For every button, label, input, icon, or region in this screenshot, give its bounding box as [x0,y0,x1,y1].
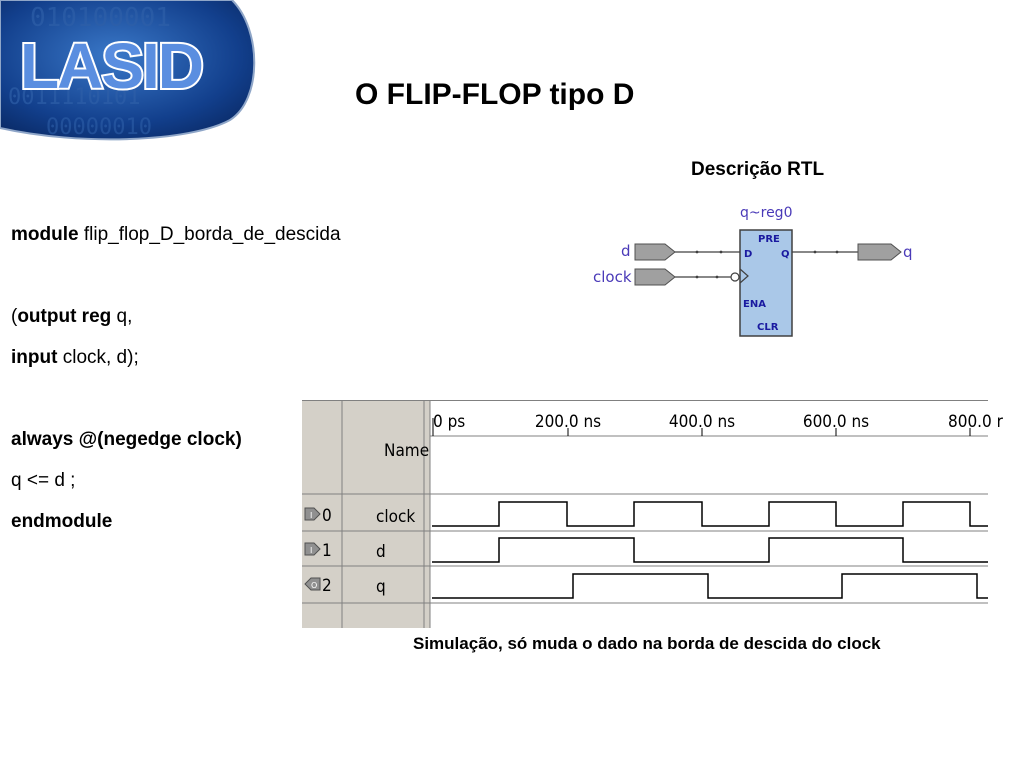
signal-name: d [376,542,386,562]
wire-dot [813,250,817,254]
input-pin-clock-icon [634,268,676,286]
code-text: flip_flop_D_borda_de_descida [78,224,341,245]
time-label: 200.0 ns [535,412,601,432]
simulation-waveform: 0 ps 200.0 ns 400.0 ns 600.0 ns 800.0 r … [302,400,1004,628]
code-line-output: (output reg q, [11,306,132,328]
code-line-always: always @(negedge clock) [11,429,242,451]
code-line-endmodule: endmodule [11,511,112,533]
code-keyword: always @(negedge clock) [11,429,242,450]
register-name-label: q~reg0 [740,205,792,221]
inversion-bubble-icon [730,272,740,282]
code-keyword: input [11,347,58,368]
waveform-d [432,537,988,563]
signal-row-d[interactable]: I 1 d [304,541,386,562]
logo-binary-bot: 00000010 [46,115,152,140]
rtl-caption: Descrição RTL [691,159,825,180]
code-line-input: input clock, d); [11,347,139,369]
clock-triangle-icon [739,268,749,284]
signal-row-q[interactable]: O 2 q [304,576,386,597]
signal-index: 2 [322,576,332,596]
pin-pre-label: PRE [758,234,780,245]
input-clock-label: clock [593,268,632,286]
code-line-assign: q <= d ; [11,470,75,492]
wire-dot [719,250,723,254]
waveform-clock [432,501,988,527]
pin-glyph: O [311,581,317,590]
code-text: clock, d); [57,347,139,368]
signal-row-clock[interactable]: I 0 clock [304,506,415,527]
time-ruler [430,400,988,436]
signal-index: 1 [322,541,332,561]
code-text: ( [11,306,18,327]
code-keyword: module [11,224,79,245]
wire-dot [715,275,719,279]
pin-clr-label: CLR [757,322,779,333]
pin-glyph: I [310,546,312,555]
simulation-caption: Simulação, só muda o dado na borda de de… [413,634,881,653]
pin-glyph: I [310,511,312,520]
pin-d-label: D [744,249,752,260]
wire-dot [835,250,839,254]
wire-dot [695,275,699,279]
page-title: O FLIP-FLOP tipo D [355,78,635,111]
time-label: 400.0 ns [669,412,735,432]
code-keyword: output reg [17,306,112,327]
wire-dot [695,250,699,254]
waveform-q [432,573,988,599]
output-q-label: q [903,243,913,261]
pin-ena-label: ENA [743,299,766,310]
register-block [739,229,793,337]
signal-name: clock [376,507,415,527]
lasid-logo: 010100001 0011110101 00000010 LASID [0,0,256,141]
time-label: 600.0 ns [803,412,869,432]
signal-name: q [376,577,386,597]
input-pin-icon [304,542,321,556]
signal-index: 0 [322,506,332,526]
signal-panel [302,400,430,628]
time-label: 0 ps [433,412,465,432]
input-pin-d-icon [634,243,676,261]
output-pin-icon [304,577,321,591]
logo-binary-top: 010100001 [30,3,171,33]
input-d-label: d [621,242,631,260]
code-line-module: module flip_flop_D_borda_de_descida [11,224,341,246]
pin-q-label: Q [781,249,790,260]
output-pin-q-icon [857,243,902,261]
rtl-schematic: q~reg0 PRE D Q ENA CLR d clock q [593,205,913,337]
logo-text: LASID [20,30,202,102]
code-text: q <= d ; [11,470,76,491]
code-keyword: endmodule [11,511,113,532]
name-column-header: Name [384,441,429,461]
input-pin-icon [304,507,321,521]
time-label: 800.0 r [948,412,1004,432]
code-text: q, [111,306,133,327]
logo-binary-mid: 0011110101 [8,85,140,110]
